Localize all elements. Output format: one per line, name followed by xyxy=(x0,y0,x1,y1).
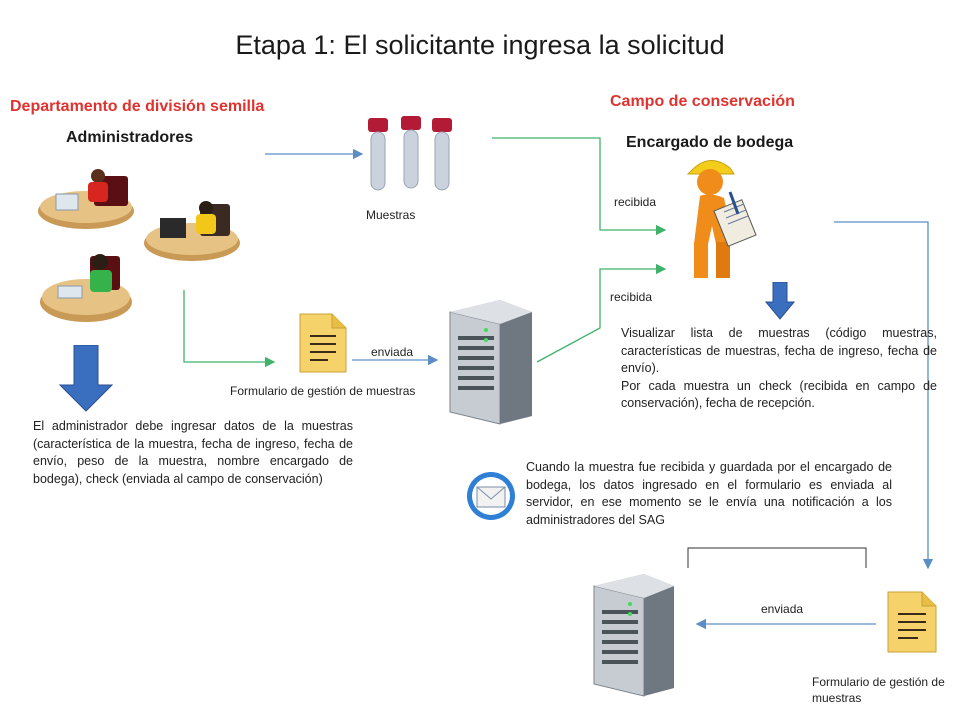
administrator-icon xyxy=(40,254,132,322)
page-title: Etapa 1: El solicitante ingresa la solic… xyxy=(235,30,725,60)
warehouse-to-form-arrow xyxy=(834,221,934,570)
warehouse-description-list: Visualizar lista de muestras (código mue… xyxy=(621,326,937,375)
administrator-icon xyxy=(144,201,240,261)
document-icon xyxy=(887,591,937,653)
samples-label: Muestras xyxy=(366,208,416,222)
received-label: recibida xyxy=(614,195,657,209)
sample-tubes-icon xyxy=(368,116,452,191)
warehouse-description: Visualizar lista de muestras (código mue… xyxy=(621,325,937,413)
notification-bracket xyxy=(687,547,867,568)
down-arrow-icon xyxy=(58,345,114,412)
warehouse-description-check: Por cada muestra un check (recibida en c… xyxy=(621,378,937,411)
warehouse-worker-icon xyxy=(686,160,757,278)
received-label: recibida xyxy=(610,290,653,304)
down-arrow-icon xyxy=(765,282,795,320)
administrator-icon xyxy=(38,169,134,229)
server-icon xyxy=(593,574,674,697)
warehouse-manager-label: Encargado de bodega xyxy=(626,134,794,151)
admins-to-form-arrow xyxy=(183,290,276,368)
department-label: Departamento de división semilla xyxy=(10,98,265,115)
form-label: Formulario de gestión de muestras xyxy=(230,384,416,398)
administrators-label: Administradores xyxy=(66,129,194,146)
samples-to-warehouse-arrow xyxy=(492,137,667,236)
server-icon xyxy=(449,300,532,425)
sent-label: enviada xyxy=(371,345,414,359)
email-notification-icon xyxy=(467,472,515,520)
administrator-description: El administrador debe ingresar datos de … xyxy=(33,419,353,486)
notification-description: Cuando la muestra fue recibida y guardad… xyxy=(526,460,892,527)
document-icon xyxy=(299,313,347,373)
server-to-warehouse-arrow xyxy=(536,263,667,363)
form-label: Formulario de gestión de muestras xyxy=(812,675,945,705)
conservation-department-label: Campo de conservación xyxy=(610,93,795,110)
sent-label: enviada xyxy=(761,602,804,616)
